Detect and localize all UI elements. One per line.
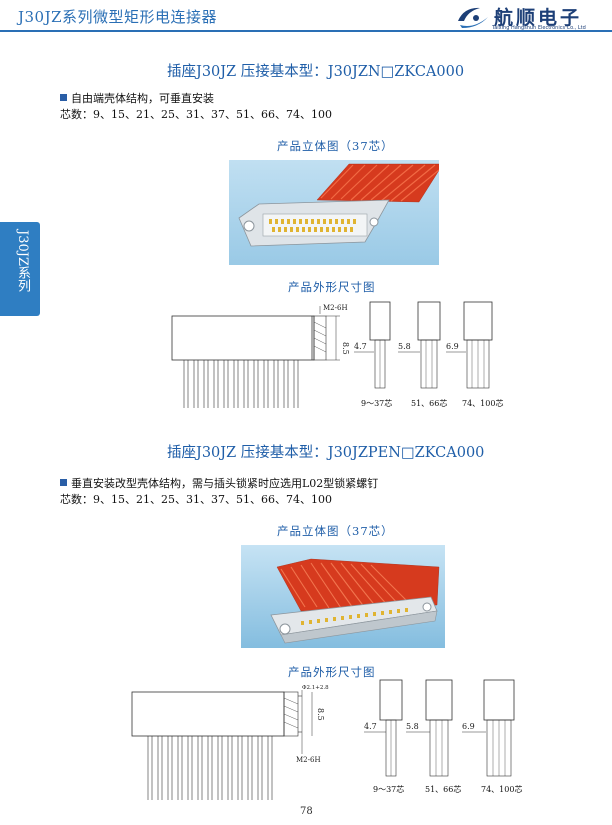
- variant-width: 5.8: [406, 722, 419, 731]
- series-title: J30JZ系列微型矩形电连接器: [18, 8, 218, 26]
- pin-count-list: 芯数：9、15、21、25、31、37、51、66、74、100: [60, 493, 332, 506]
- brand-english-name: Taixing Hangshun Electronics Co., Ltd: [492, 25, 586, 31]
- variant-width: 6.9: [462, 722, 475, 731]
- variant-label: 51、66芯: [425, 785, 462, 794]
- variant-label: 74、100芯: [481, 785, 523, 794]
- brand-logo-icon: [458, 7, 488, 28]
- section-title: 插座J30JZ 压接基本型：J30JZN□ZKCA000: [167, 64, 465, 80]
- feature-text: 垂直安装改型壳体结构，需与插头锁紧时应选用L02型锁紧螺钉: [71, 477, 379, 490]
- variant-label: 51、66芯: [411, 399, 448, 408]
- variant-width: 4.7: [354, 342, 367, 351]
- variant-width: 6.9: [446, 342, 459, 351]
- connector-photo: [241, 545, 445, 648]
- series-side-tab: J30JZ系列: [0, 222, 40, 316]
- variant-width: 5.8: [398, 342, 411, 351]
- end-view-drawings: 4.7 5.8 6.9: [364, 679, 515, 777]
- connector-photo: [229, 160, 439, 265]
- brand-name: 航顺电子: [494, 7, 583, 29]
- feature-bullet: 自由端壳体结构，可垂直安装: [60, 90, 214, 106]
- bullet-square-icon: [60, 479, 67, 486]
- dimension-caption: 产品外形尺寸图: [288, 280, 376, 294]
- end-view-drawings: 4.7 5.8 6.9: [354, 301, 493, 389]
- hole-dimension: Φ2.1+2.8: [302, 685, 329, 691]
- variant-label: 74、100芯: [462, 399, 504, 408]
- height-dimension: 8.5: [316, 708, 325, 721]
- dimension-caption: 产品外形尺寸图: [288, 665, 376, 679]
- side-dimension-drawing: M2-6H 8.5: [171, 304, 350, 408]
- side-dimension-drawing: Φ2.1+2.8 8.5 M2-6H: [131, 685, 329, 800]
- variant-label: 9～37芯: [373, 785, 405, 794]
- pin-count-list: 芯数：9、15、21、25、31、37、51、66、74、100: [60, 108, 332, 121]
- bullet-square-icon: [60, 94, 67, 101]
- header-rule: [0, 30, 612, 32]
- thread-dimension: M2-6H: [323, 304, 348, 312]
- variant-width: 4.7: [364, 722, 377, 731]
- side-tab-label: J30JZ系列: [15, 230, 30, 292]
- height-dimension: 8.5: [341, 342, 350, 355]
- thread-dimension: M2-6H: [296, 756, 321, 764]
- section-title: 插座J30JZ 压接基本型：J30JZPEN□ZKCA000: [167, 445, 485, 461]
- view-caption: 产品立体图（37芯）: [277, 524, 394, 538]
- feature-text: 自由端壳体结构，可垂直安装: [71, 92, 214, 105]
- view-caption: 产品立体图（37芯）: [277, 139, 394, 153]
- page-number: 78: [300, 806, 313, 817]
- variant-label: 9～37芯: [361, 399, 393, 408]
- feature-bullet: 垂直安装改型壳体结构，需与插头锁紧时应选用L02型锁紧螺钉: [60, 475, 378, 491]
